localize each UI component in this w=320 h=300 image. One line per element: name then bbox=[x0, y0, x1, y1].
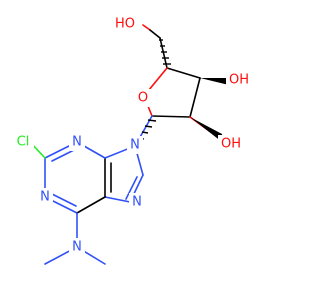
atom-chlorine: Cl bbox=[12, 133, 34, 151]
atom-n7: N bbox=[129, 193, 145, 211]
bond-c4-c3 bbox=[189, 77, 201, 118]
wedge-c3-oh bbox=[190, 117, 222, 142]
atom-n6-dimethylamino: N bbox=[69, 238, 85, 256]
bond-c6-c5p bbox=[76, 196, 106, 214]
label-n7: N bbox=[132, 195, 142, 210]
label-n9: N bbox=[130, 138, 140, 153]
label-cl: Cl bbox=[17, 135, 30, 150]
bond-c3-c2 bbox=[151, 115, 191, 118]
atom-n9: N bbox=[127, 136, 143, 154]
atom-o-hydroxymethyl: HO bbox=[113, 15, 137, 33]
hash-c5-ch2 bbox=[159, 39, 171, 65]
label-oh-c4: OH bbox=[229, 73, 249, 88]
atom-n1: N bbox=[37, 188, 53, 206]
bond-n7-c5p bbox=[104, 196, 131, 203]
bond-c5-c4 bbox=[166, 67, 201, 79]
label-oh-c3: OH bbox=[221, 137, 241, 152]
stereo-bonds bbox=[138, 39, 235, 142]
atom-ring-oxygen: O bbox=[136, 89, 152, 107]
atom-o3-hydroxyl: OH bbox=[226, 71, 252, 89]
label-o-ring: O bbox=[138, 91, 148, 106]
atom-labels: HO OH OH O N N N N bbox=[12, 15, 252, 256]
label-ho: HO bbox=[115, 17, 135, 32]
molecule-structure: HO OH OH O N N N N bbox=[12, 15, 252, 265]
bond-n1-c6-inner bbox=[51, 193, 77, 207]
bond-ho-ch2 bbox=[142, 24, 151, 31]
atom-o2-hydroxyl: OH bbox=[218, 135, 244, 153]
label-n6: N bbox=[72, 240, 82, 255]
bond-c8-n7-inner bbox=[125, 176, 138, 200]
label-n1: N bbox=[40, 190, 50, 205]
atom-n3: N bbox=[69, 133, 85, 151]
bonds bbox=[29, 24, 224, 265]
bond-c5-ch2 bbox=[159, 37, 168, 69]
bond-ch2-oh bbox=[149, 29, 161, 39]
label-n3: N bbox=[72, 135, 82, 150]
